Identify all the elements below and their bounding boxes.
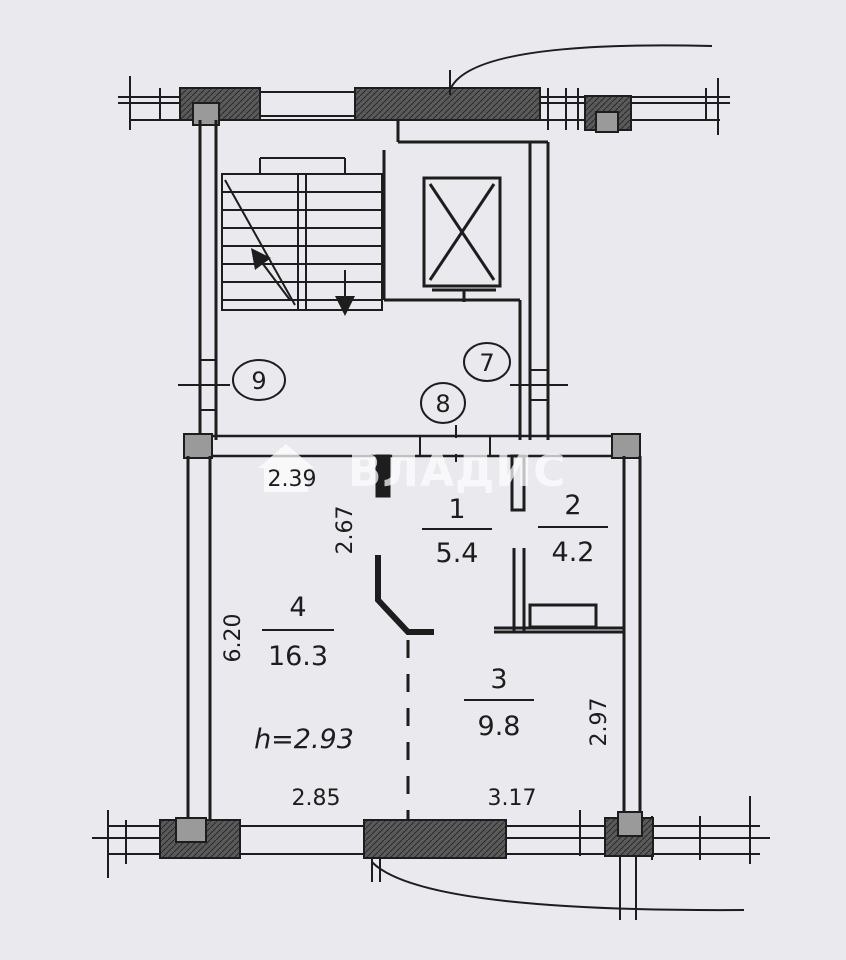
top-wall-segment-mid [354,87,541,121]
dimension-left-depth: 6.20 [221,614,246,663]
bottom-door-swing-arc [371,861,745,912]
room-4-number: 4 [289,592,306,623]
top-wall-window [259,91,356,117]
mid-left-column [183,433,213,459]
top-left-column [192,102,220,126]
circled-label-9-text: 9 [251,367,266,395]
area-fraction-lines [262,526,608,701]
circled-label-7: 7 [463,342,511,382]
staircase [221,157,383,311]
watermark-text: ВЛАДИС [348,446,566,497]
circled-label-8-text: 8 [435,390,450,418]
entry-door-gap [420,438,490,454]
apartment-outer-walls [186,456,642,822]
circled-label-7-text: 7 [479,349,494,377]
room-1-area: 5.4 [436,538,479,569]
room-2-number: 2 [564,490,581,521]
top-right-column [595,111,619,133]
mid-right-column [611,433,641,459]
dimension-bottom-right-width: 3.17 [488,786,537,811]
circled-label-8: 8 [420,382,466,424]
watermark-logo [258,444,314,492]
dimension-corridor-depth: 2.67 [333,506,358,555]
room-2-area: 4.2 [552,537,595,568]
stair-arrow-up [251,248,291,301]
room-3-area: 9.8 [478,711,521,742]
apartment-entry-wall [184,434,640,458]
bottom-left-column [175,817,207,843]
ceiling-height: h=2.93 [254,724,354,755]
stairwell-walls [198,120,550,440]
room-4-area: 16.3 [268,641,328,672]
bottom-wall-segment-mid [363,819,507,859]
dimension-right-depth: 2.97 [587,698,612,747]
bottom-right-column [617,811,643,837]
interior-partitions [375,454,624,635]
room-1-number: 1 [448,494,465,525]
dimension-bottom-left-width: 2.85 [292,786,341,811]
bottom-wall-window-left [239,825,365,855]
circled-label-9: 9 [232,359,286,401]
dimension-top-left-width: 2.39 [268,467,317,492]
elevator-shaft [422,176,502,302]
top-door-swing-arc [449,44,713,91]
room-3-number: 3 [490,664,507,695]
